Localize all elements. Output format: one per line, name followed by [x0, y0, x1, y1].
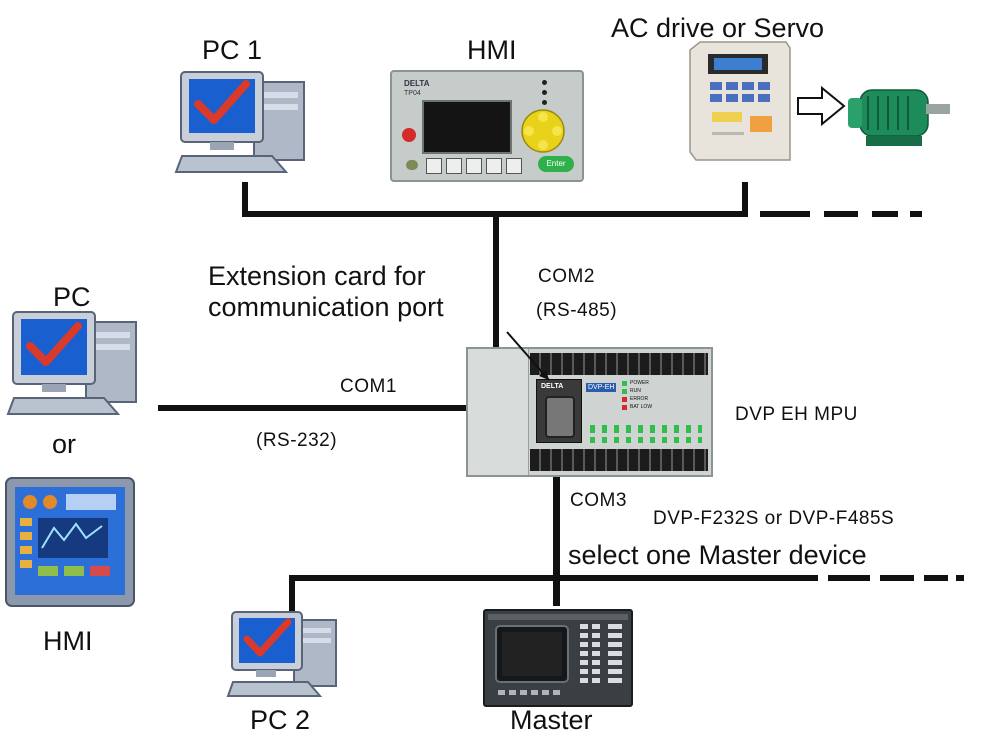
plc-io-leds-2	[590, 437, 702, 443]
hmi-function-key[interactable]	[446, 158, 462, 174]
hmi-top-label: HMI	[467, 35, 517, 65]
com2-vertical-line	[493, 214, 499, 349]
hmi-esc-button[interactable]	[402, 128, 416, 142]
plc-top-terminal-strip	[530, 353, 708, 375]
plc-model-text: DVP-EH	[586, 383, 617, 392]
rs232-label: (RS-232)	[256, 430, 338, 451]
motor-icon	[848, 89, 950, 146]
dvp-option-label: DVP-F232S or DVP-F485S	[653, 508, 895, 529]
hmi-led-3	[542, 100, 547, 105]
hmi-led-2	[542, 90, 547, 95]
master-label: Master	[510, 705, 593, 735]
plc-io-leds	[590, 425, 702, 433]
com1-line	[158, 405, 468, 411]
com1-label: COM1	[340, 376, 397, 397]
hmi-screen	[422, 100, 512, 154]
pc-left-label: PC	[53, 282, 91, 312]
master-controller-device[interactable]	[483, 609, 633, 707]
drive-to-motor-arrow-icon	[797, 85, 846, 127]
pc1-label: PC 1	[202, 35, 263, 65]
extension-card-label: Extension card for communication port	[208, 261, 444, 322]
hmi-top-device[interactable]: DELTA TP04 Enter	[390, 70, 584, 182]
hmi-function-key[interactable]	[486, 158, 502, 174]
hmi-function-key[interactable]	[466, 158, 482, 174]
com3-label: COM3	[570, 490, 627, 511]
hmi-small-button[interactable]	[406, 160, 418, 170]
extension-card-pointer-arrow	[506, 331, 550, 381]
com2-label: COM2	[538, 266, 595, 287]
select-master-label: select one Master device	[568, 540, 867, 570]
pc2-drop-line	[289, 575, 295, 611]
plc-db9-port[interactable]	[545, 396, 575, 438]
pc1-computer-icon[interactable]	[174, 71, 316, 182]
bottom-bus-line	[289, 575, 558, 581]
plc-bottom-terminal-strip	[530, 449, 708, 471]
hmi-brand-text: DELTA	[404, 79, 430, 88]
hmi-dpad[interactable]	[520, 108, 566, 154]
pc2-computer-icon[interactable]	[226, 611, 346, 704]
pc-left-computer-icon[interactable]	[6, 311, 148, 424]
plc-comm-card[interactable]: DELTA	[536, 379, 582, 443]
hmi-function-key[interactable]	[506, 158, 522, 174]
com3-vertical-line	[553, 476, 560, 606]
hmi-left-touchscreen-icon[interactable]	[5, 477, 135, 607]
drive-drop-line	[742, 182, 748, 214]
ac-drive-device[interactable]	[689, 41, 791, 162]
mpu-label: DVP EH MPU	[735, 404, 858, 425]
plc-left-panel	[468, 349, 529, 475]
pc2-label: PC 2	[250, 705, 311, 735]
or-label: or	[52, 429, 77, 459]
hmi-model-text: TP04	[404, 90, 421, 97]
ac-drive-label: AC drive or Servo	[611, 13, 825, 43]
plc-status-leds: POWER RUN ERROR BAT LOW	[622, 379, 662, 411]
hmi-left-label: HMI	[43, 626, 93, 656]
pc1-drop-line	[242, 182, 248, 214]
rs485-label: (RS-485)	[536, 300, 618, 321]
plc-card-brand: DELTA	[541, 383, 564, 390]
hmi-function-key[interactable]	[426, 158, 442, 174]
plc-mpu-device[interactable]: DELTA DVP-EH POWER RUN ERROR BAT LOW	[466, 347, 713, 477]
hmi-enter-button[interactable]: Enter	[538, 156, 574, 172]
hmi-led-1	[542, 80, 547, 85]
